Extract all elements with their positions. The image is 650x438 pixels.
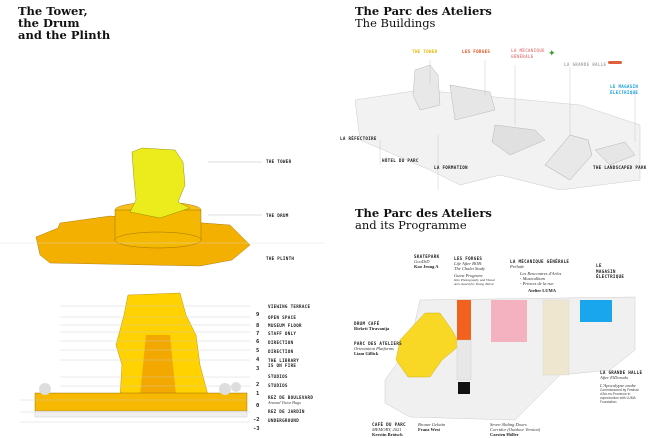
label-la-refectoire: LA RÉFECTOIRE bbox=[340, 136, 377, 141]
mecanique-figure-icon: ✦ bbox=[548, 48, 556, 58]
label-les-forges: LES FORGES bbox=[462, 49, 491, 54]
left-title: The Tower, the Drum and the Plinth bbox=[18, 4, 111, 42]
tower-building bbox=[412, 64, 441, 111]
label-the-tower-building: THE TOWER bbox=[412, 49, 438, 54]
tower-drum-plinth-diagram bbox=[0, 147, 325, 267]
label-the-tower: THE TOWER bbox=[266, 159, 292, 164]
tower-shape bbox=[129, 147, 191, 219]
label-la-mecanique: LA MÉCANIQUE GÉNÉRALE bbox=[511, 48, 545, 59]
label-the-drum: THE DRUM bbox=[266, 213, 289, 218]
magasin-label: LE MAGASIN ÉLECTRIQUE bbox=[596, 263, 625, 279]
buildings-isometric-map bbox=[354, 60, 641, 190]
tower-section-diagram bbox=[20, 292, 250, 423]
grande-halle-building bbox=[544, 134, 593, 181]
plinth-section bbox=[34, 392, 248, 412]
mecanique-block bbox=[491, 300, 527, 342]
halle-boat-icon bbox=[608, 61, 622, 64]
la-formation-block bbox=[458, 382, 470, 394]
programme-heading: The Parc des Ateliers and its Programme bbox=[355, 206, 492, 232]
label-hotel-du-parc: HÔTEL DU PARC bbox=[382, 158, 419, 163]
mecanique-building bbox=[491, 124, 546, 156]
label-landscaped-park: THE LANDSCAPED PARK bbox=[593, 165, 647, 170]
programme-site-plan bbox=[384, 296, 636, 421]
grande-halle-block bbox=[542, 299, 570, 376]
label-la-formation: LA FORMATION bbox=[434, 165, 468, 170]
label-le-magasin: LE MAGASIN ÉLECTRIQUE bbox=[610, 84, 639, 95]
label-la-grande-halle: LA GRANDE HALLE bbox=[564, 62, 607, 67]
magasin-block bbox=[580, 300, 612, 322]
magasin-building bbox=[594, 141, 636, 166]
label-the-plinth: THE PLINTH bbox=[266, 256, 295, 261]
les-forges-block bbox=[457, 300, 471, 340]
corridor-stripes bbox=[456, 339, 472, 381]
drum-cafe-yellow-area bbox=[395, 312, 461, 378]
trees-icon bbox=[39, 382, 241, 395]
buildings-heading: The Parc des Ateliers The Buildings bbox=[355, 4, 492, 30]
